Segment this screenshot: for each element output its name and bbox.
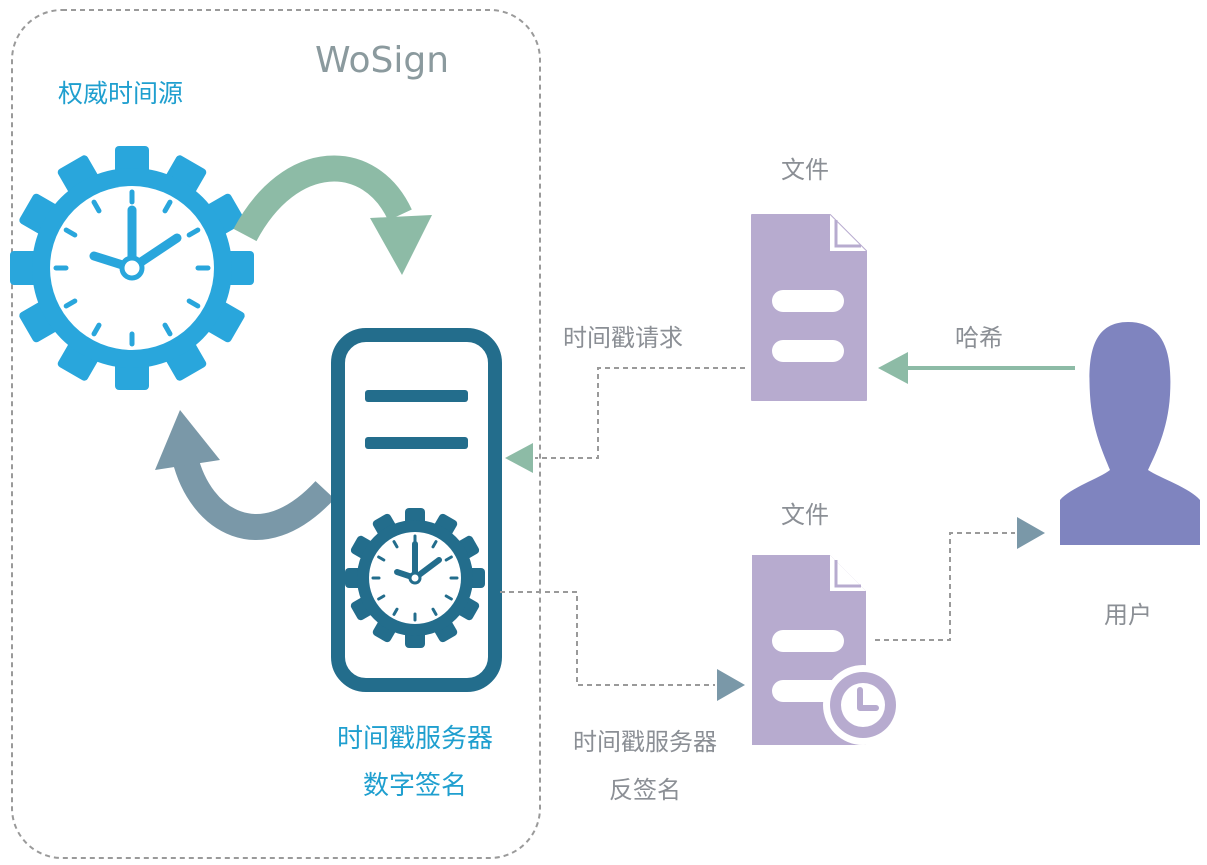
document-icon — [751, 214, 867, 401]
timestamp-request-label: 时间戳请求 — [563, 324, 683, 352]
wosign-title: WoSign — [315, 40, 450, 81]
file-bottom-label: 文件 — [781, 501, 829, 529]
server-return-label-line2: 反签名 — [609, 776, 681, 804]
deliver-arrow-head — [1017, 517, 1045, 549]
request-dashed-line — [535, 367, 745, 459]
request-arrow-head — [505, 443, 533, 473]
file-top-label: 文件 — [781, 156, 829, 184]
gear-clock-icon — [10, 146, 254, 390]
user-icon — [1060, 322, 1200, 545]
hash-arrow-head — [878, 352, 908, 384]
server-sign-label-line2: 数字签名 — [362, 771, 468, 801]
return-arrow-head — [717, 669, 745, 701]
sync-arrow-head-to-server — [370, 215, 432, 275]
sync-arrow-head-to-source — [155, 410, 220, 470]
server-sign-label-line1: 时间戳服务器 — [336, 724, 494, 754]
hash-label: 哈希 — [955, 324, 1003, 352]
sync-arrow-to-server — [233, 155, 412, 242]
server-icon — [331, 328, 502, 692]
deliver-dashed-line — [875, 532, 1015, 641]
return-dashed-line — [500, 591, 715, 686]
server-return-label-line1: 时间戳服务器 — [573, 728, 717, 756]
sync-arrow-to-source — [172, 454, 335, 540]
time-source-label: 权威时间源 — [58, 79, 184, 108]
user-label: 用户 — [1104, 601, 1152, 629]
document-clock-icon — [752, 555, 903, 745]
